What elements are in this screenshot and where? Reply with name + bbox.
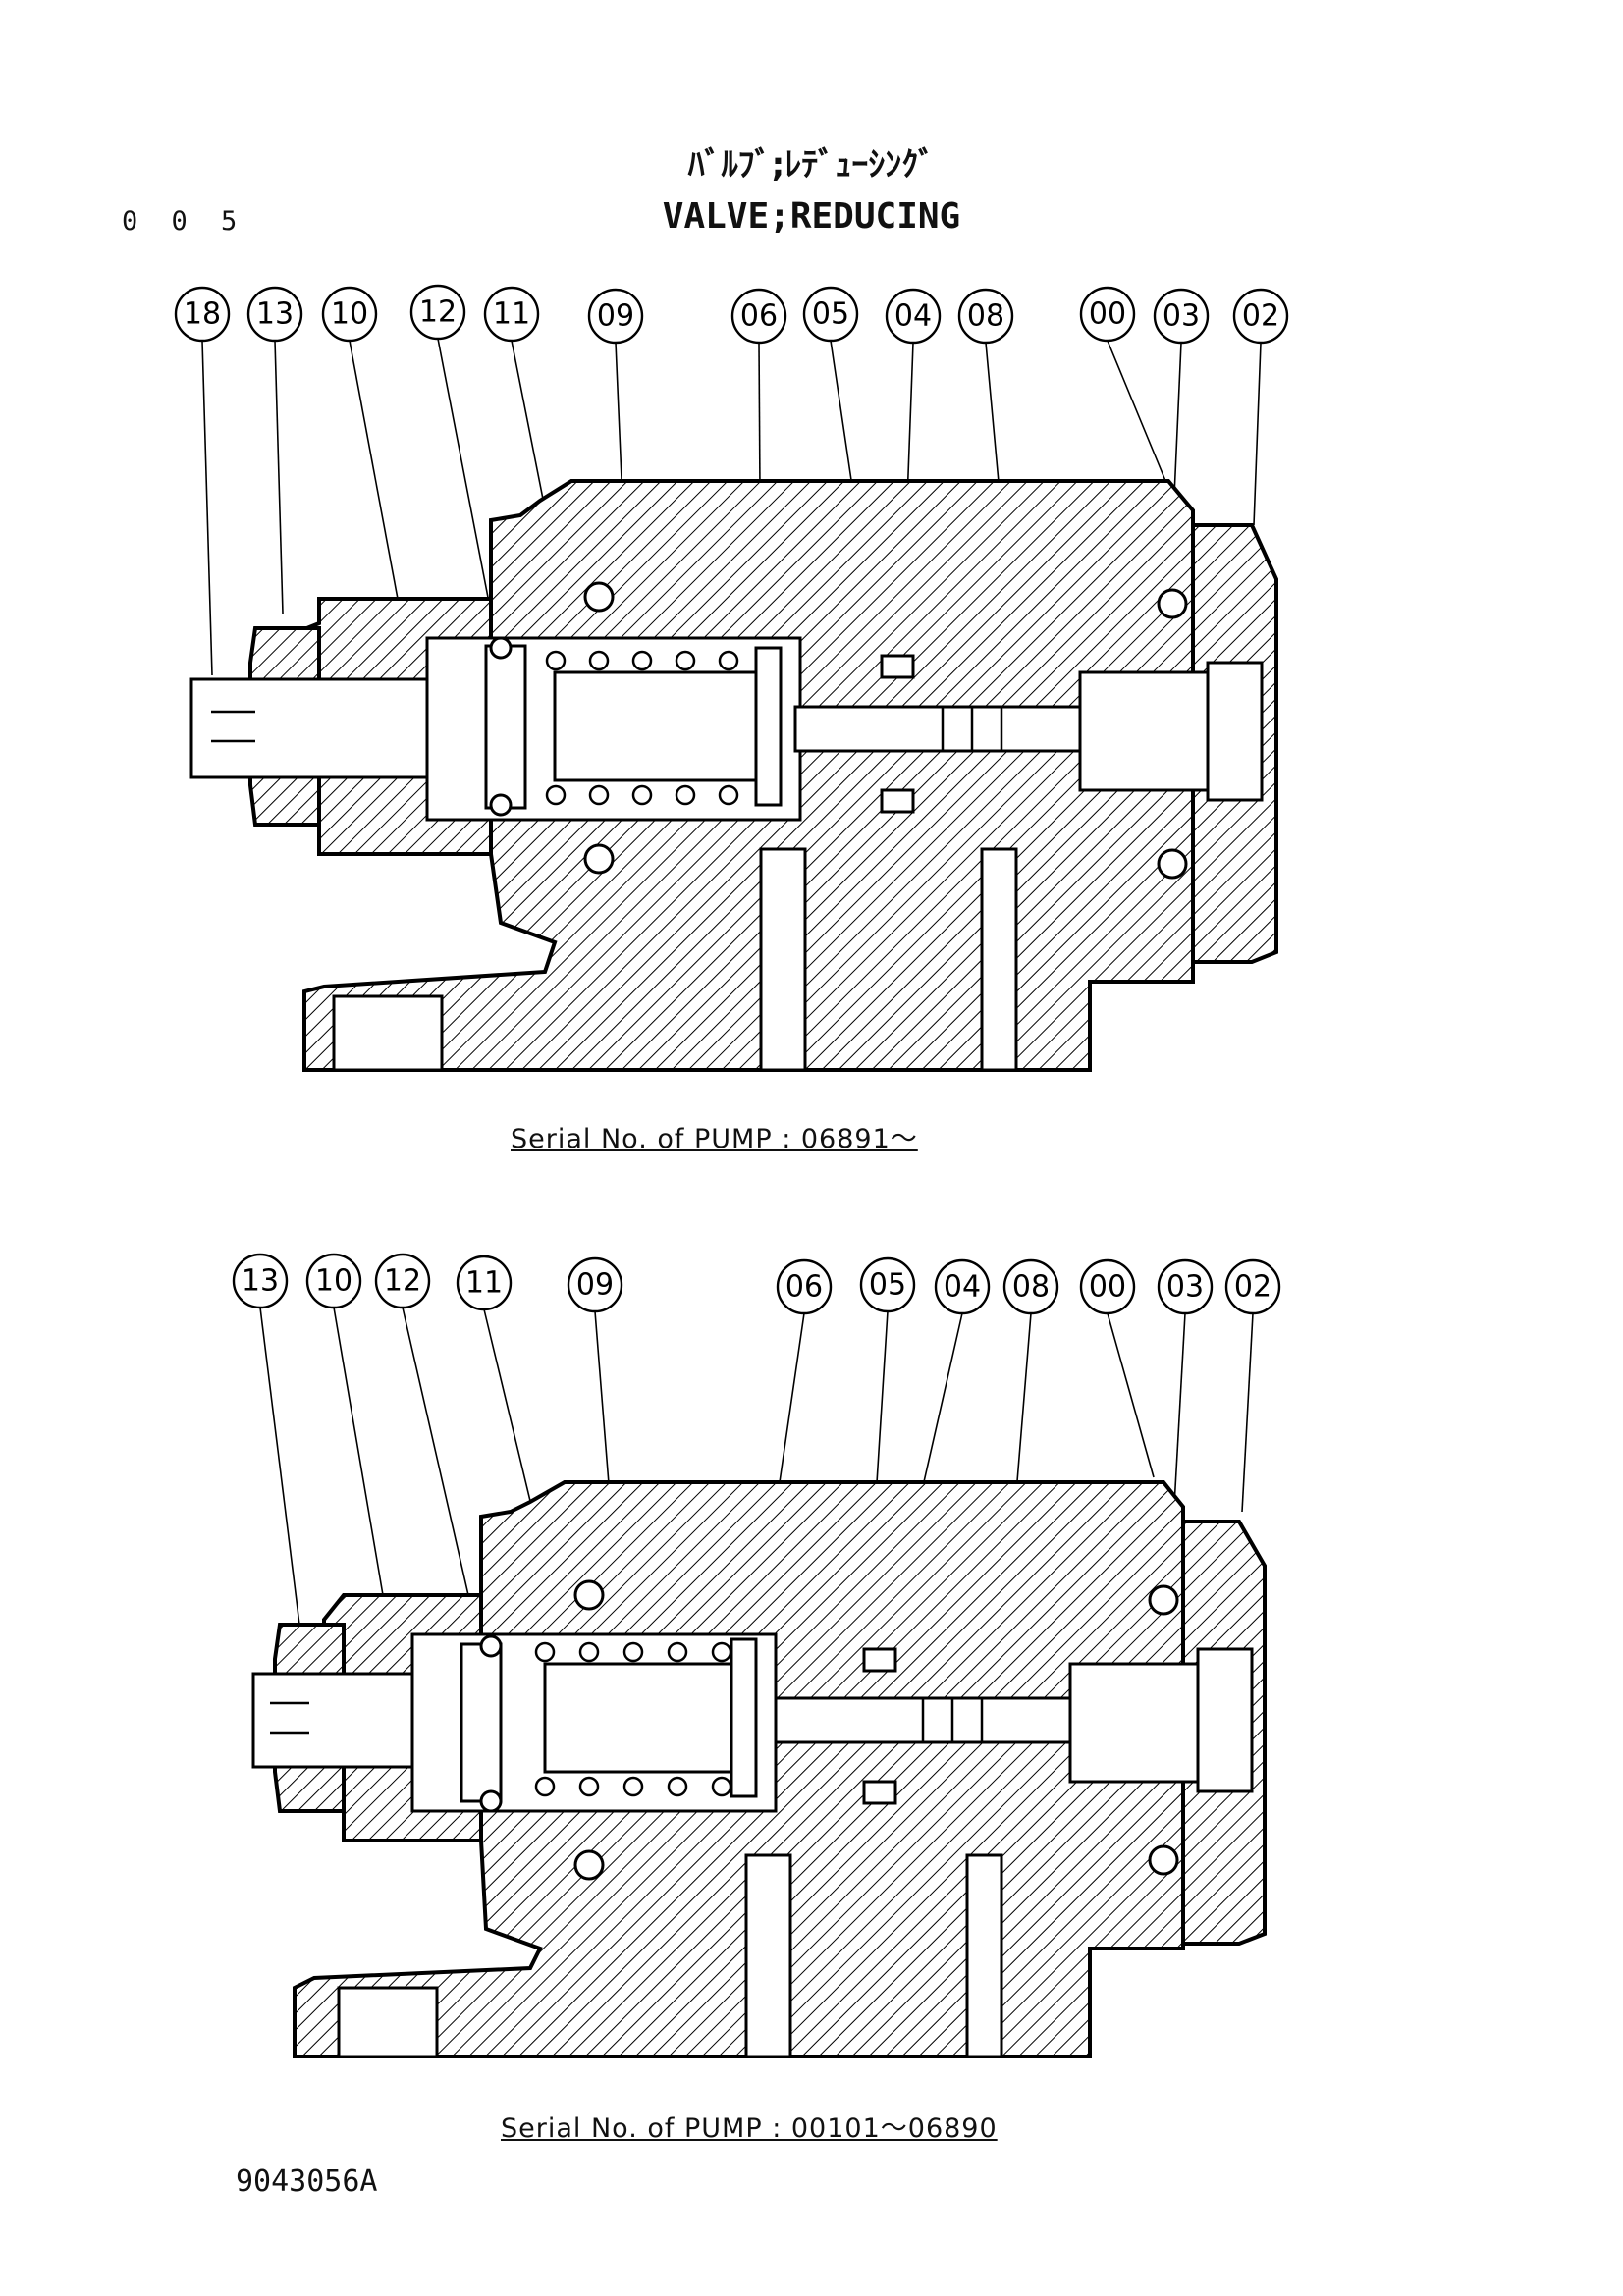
svg-text:08: 08	[1012, 1270, 1050, 1305]
svg-text:11: 11	[465, 1266, 503, 1301]
callout-12: 12	[409, 284, 466, 341]
valve-section-drawing-older: 13 10 12 11 09 06 05 04 08 00 03 02	[232, 1253, 1281, 2058]
svg-text:10: 10	[331, 297, 368, 332]
svg-text:02: 02	[1242, 299, 1279, 334]
callout-08: 08	[1002, 1258, 1059, 1315]
callout-08: 08	[957, 288, 1014, 345]
svg-text:00: 00	[1089, 1270, 1126, 1305]
callout-04: 04	[885, 288, 942, 345]
callout-12: 12	[374, 1253, 431, 1309]
callout-11: 11	[483, 286, 540, 343]
document-code: 9043056A	[236, 2164, 378, 2199]
svg-text:11: 11	[493, 297, 530, 332]
spring-coils	[545, 650, 739, 806]
svg-text:09: 09	[576, 1268, 614, 1303]
callout-13: 13	[246, 286, 303, 343]
svg-text:09: 09	[597, 299, 634, 334]
page-number: 0 0 5	[122, 206, 246, 237]
svg-text:13: 13	[256, 297, 294, 332]
svg-text:12: 12	[419, 295, 457, 330]
callout-05: 05	[802, 286, 859, 343]
callout-09: 09	[567, 1256, 623, 1313]
valve-section-drawing-newer: 18 13 10 12 11 09 06 05 04 08 00 03 02	[174, 284, 1289, 1072]
spring-coils	[534, 1641, 732, 1797]
callout-11: 11	[456, 1255, 513, 1311]
callout-00: 00	[1079, 286, 1136, 343]
callout-02: 02	[1224, 1258, 1281, 1315]
svg-text:03: 03	[1166, 1270, 1204, 1305]
svg-text:03: 03	[1163, 299, 1200, 334]
callout-10: 10	[305, 1253, 362, 1309]
svg-text:13: 13	[242, 1264, 279, 1299]
svg-text:02: 02	[1234, 1270, 1271, 1305]
svg-text:05: 05	[869, 1268, 906, 1303]
svg-text:06: 06	[785, 1270, 823, 1305]
callout-05: 05	[859, 1256, 916, 1313]
callout-04: 04	[934, 1258, 991, 1315]
svg-text:10: 10	[315, 1264, 352, 1299]
title-english: VALVE;REDUCING	[662, 196, 961, 237]
callout-18: 18	[174, 286, 231, 343]
callout-00: 00	[1079, 1258, 1136, 1315]
callout-03: 03	[1157, 1258, 1214, 1315]
svg-text:18: 18	[184, 297, 221, 332]
callout-06: 06	[730, 288, 787, 345]
svg-text:12: 12	[384, 1264, 421, 1299]
callout-row: 18 13 10 12 11 09 06 05 04 08 00 03 02	[174, 284, 1289, 345]
serial-label-older: Serial No. of PUMP : 00101～06890	[501, 2113, 998, 2144]
svg-text:04: 04	[894, 299, 932, 334]
callout-10: 10	[321, 286, 378, 343]
serial-label-newer: Serial No. of PUMP : 06891～	[511, 1124, 918, 1154]
valve-body-section	[251, 1480, 1267, 2058]
valve-body-section	[189, 479, 1278, 1072]
callout-02: 02	[1232, 288, 1289, 345]
svg-text:06: 06	[740, 299, 778, 334]
callout-06: 06	[776, 1258, 833, 1315]
title-japanese: ﾊﾞﾙﾌﾞ;ﾚﾃﾞｭｰｼﾝｸﾞ	[687, 145, 936, 185]
callout-09: 09	[587, 288, 644, 345]
svg-text:05: 05	[812, 297, 849, 332]
callout-row: 13 10 12 11 09 06 05 04 08 00 03 02	[232, 1253, 1281, 1315]
callout-03: 03	[1153, 288, 1210, 345]
callout-13: 13	[232, 1253, 289, 1309]
svg-text:04: 04	[944, 1270, 981, 1305]
svg-text:08: 08	[967, 299, 1004, 334]
svg-text:00: 00	[1089, 297, 1126, 332]
